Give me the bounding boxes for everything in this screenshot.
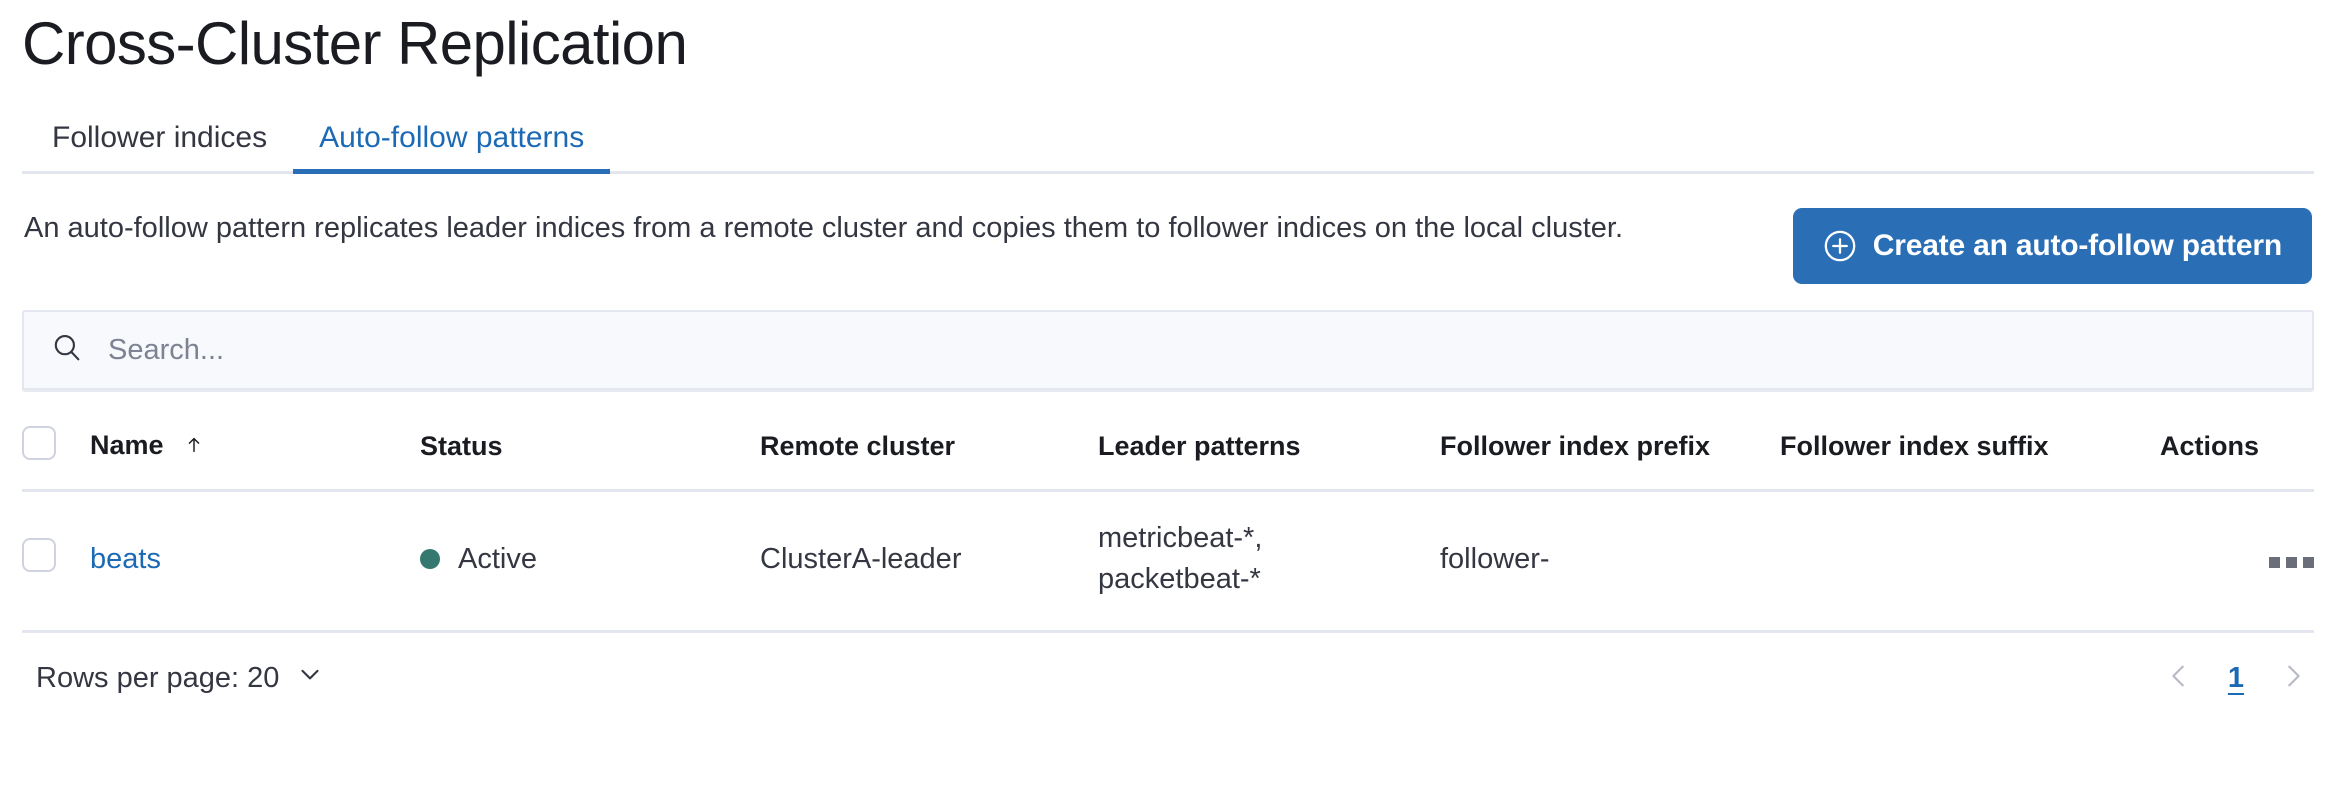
- tab-follower-indices[interactable]: Follower indices: [28, 123, 293, 171]
- column-header-leader-patterns[interactable]: Leader patterns: [1098, 412, 1440, 492]
- column-header-follower-index-suffix-label: Follower index suffix: [1780, 431, 2049, 461]
- search-input[interactable]: [106, 311, 2286, 389]
- column-header-name-label: Name: [90, 430, 164, 460]
- search-bar[interactable]: [22, 310, 2314, 390]
- column-header-follower-index-prefix-label: Follower index prefix: [1440, 431, 1711, 461]
- intro-description: An auto-follow pattern replicates leader…: [24, 212, 1624, 244]
- column-header-status-label: Status: [420, 431, 503, 461]
- actions-dot-2: [2286, 556, 2297, 568]
- create-auto-follow-pattern-label: Create an auto-follow pattern: [1872, 229, 2282, 262]
- chevron-right-icon[interactable]: [2278, 661, 2308, 696]
- auto-follow-patterns-table: Name Status Remote cluster Leader patter…: [22, 412, 2314, 634]
- row-select-cell: [22, 490, 90, 634]
- select-all-checkbox[interactable]: [22, 426, 56, 460]
- boxes-horizontal-icon[interactable]: [2269, 556, 2314, 568]
- cell-status: Active: [420, 490, 760, 634]
- rows-per-page-label: Rows per page: 20: [36, 661, 280, 694]
- pagination: 1: [2164, 661, 2308, 696]
- chevron-left-icon[interactable]: [2164, 661, 2194, 696]
- column-header-status[interactable]: Status: [420, 412, 760, 492]
- column-header-actions-label: Actions: [2160, 431, 2260, 461]
- table-row: beats Active ClusterA-leader metricbeat-…: [22, 490, 2314, 634]
- pagination-page-1[interactable]: 1: [2227, 661, 2244, 694]
- search-icon: [50, 331, 84, 370]
- leader-patterns-value: metricbeat-*, packetbeat-*: [1098, 522, 1263, 596]
- status-label: Active: [458, 542, 537, 575]
- cell-leader-patterns: metricbeat-*, packetbeat-*: [1098, 490, 1440, 634]
- page-title: Cross-Cluster Replication: [22, 10, 688, 77]
- table-header-row: Name Status Remote cluster Leader patter…: [22, 412, 2314, 492]
- pattern-name-link[interactable]: beats: [90, 542, 161, 575]
- rows-per-page-selector[interactable]: Rows per page: 20: [36, 659, 325, 697]
- tab-follower-indices-label: Follower indices: [52, 121, 268, 154]
- cell-actions: [2160, 490, 2314, 634]
- create-auto-follow-pattern-button[interactable]: Create an auto-follow pattern: [1792, 208, 2312, 284]
- status-badge: Active: [420, 543, 760, 576]
- select-all-header: [22, 412, 90, 492]
- tab-auto-follow-patterns[interactable]: Auto-follow patterns: [293, 121, 611, 174]
- column-header-remote-cluster-label: Remote cluster: [760, 431, 956, 461]
- tab-bar: Follower indices Auto-follow patterns: [22, 98, 2314, 174]
- cell-follower-index-prefix: follower-: [1440, 490, 1780, 634]
- column-header-remote-cluster[interactable]: Remote cluster: [760, 412, 1098, 492]
- sort-ascending-icon: [183, 432, 205, 463]
- column-header-name[interactable]: Name: [90, 412, 420, 492]
- column-header-follower-index-prefix[interactable]: Follower index prefix: [1440, 412, 1780, 492]
- table-footer: Rows per page: 20 1: [22, 659, 2314, 697]
- column-header-leader-patterns-label: Leader patterns: [1098, 431, 1301, 461]
- column-header-actions: Actions: [2160, 412, 2314, 492]
- plus-in-circle-icon: [1823, 229, 1857, 263]
- tab-auto-follow-patterns-label: Auto-follow patterns: [319, 121, 585, 154]
- intro-section: An auto-follow pattern replicates leader…: [22, 206, 2314, 284]
- row-select-checkbox[interactable]: [22, 538, 56, 573]
- actions-dot-1: [2269, 556, 2280, 568]
- actions-dot-3: [2303, 556, 2314, 568]
- cell-remote-cluster: ClusterA-leader: [760, 490, 1098, 634]
- status-dot-icon: [420, 549, 440, 570]
- table-body: beats Active ClusterA-leader metricbeat-…: [22, 490, 2314, 634]
- cell-name: beats: [90, 490, 420, 634]
- chevron-down-icon: [295, 659, 325, 697]
- column-header-follower-index-suffix[interactable]: Follower index suffix: [1780, 412, 2160, 492]
- cell-follower-index-suffix: [1780, 490, 2160, 634]
- table-header: Name Status Remote cluster Leader patter…: [22, 412, 2314, 492]
